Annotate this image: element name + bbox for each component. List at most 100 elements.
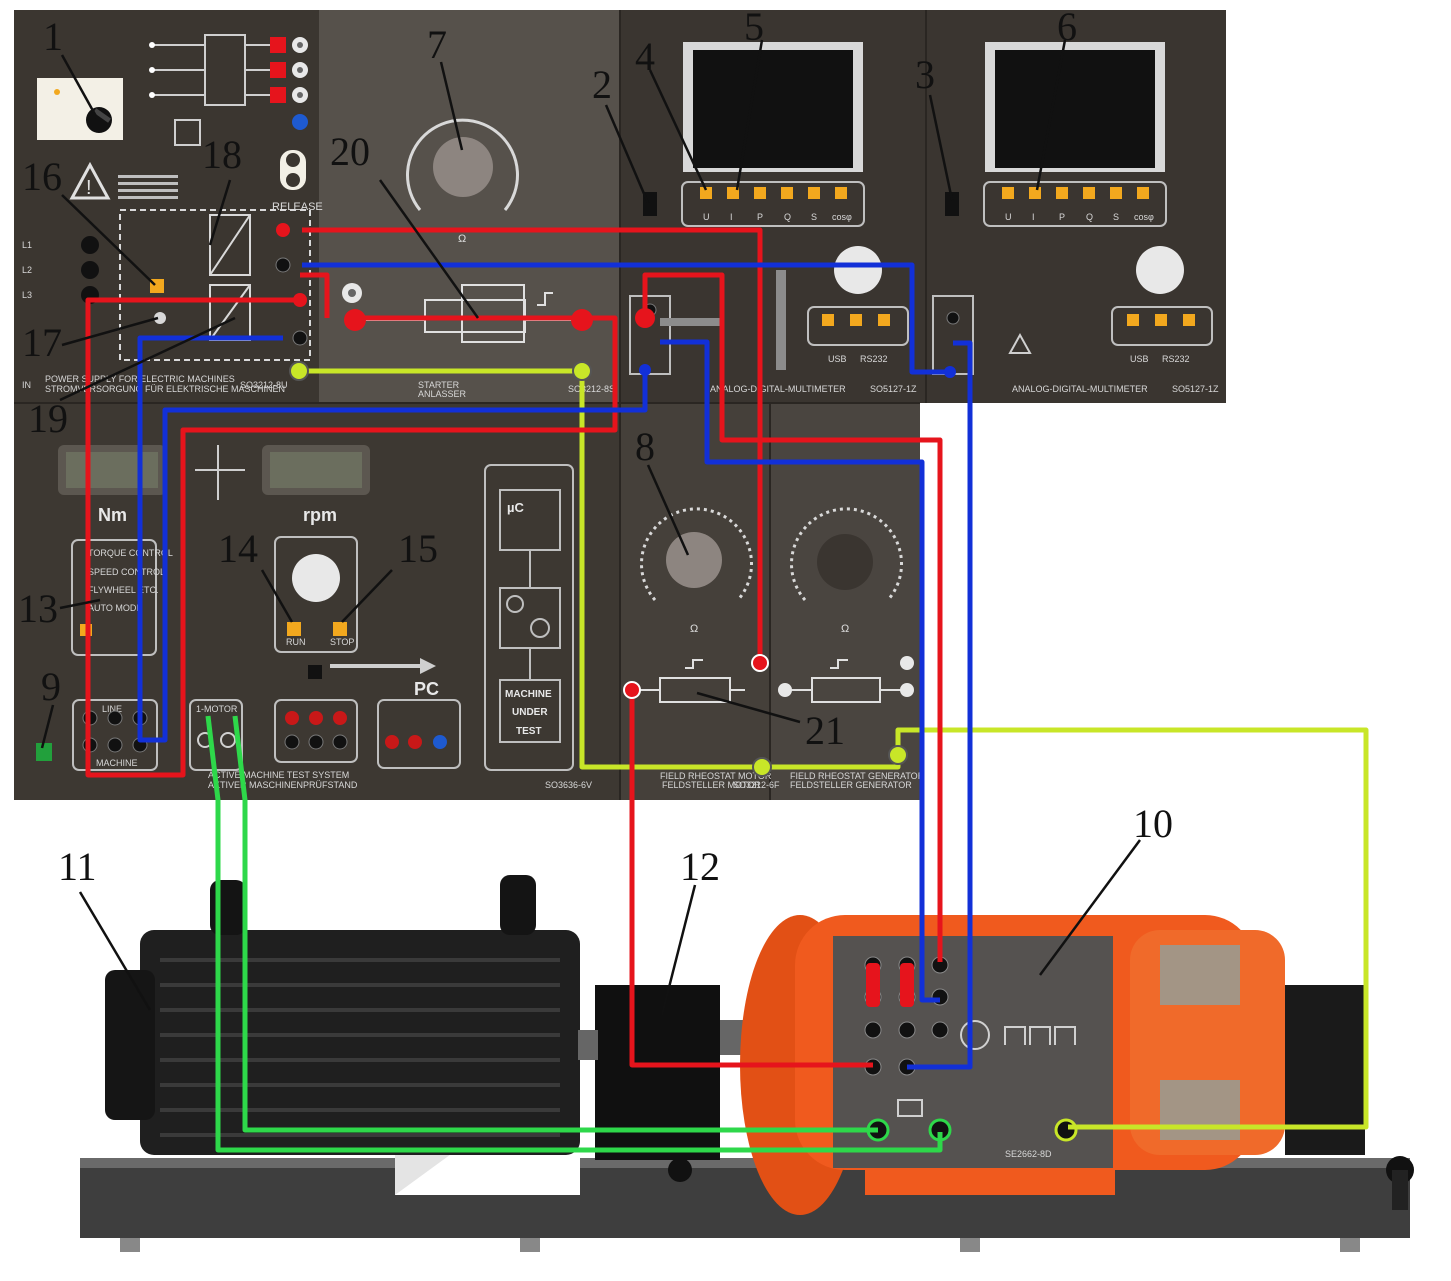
field-motor-caption-en: FIELD RHEOSTAT MOTOR <box>660 771 772 781</box>
wiring <box>85 227 1369 1153</box>
svg-text:USB: USB <box>828 354 847 364</box>
callout-6: 6 <box>1057 4 1077 49</box>
callout-12: 12 <box>680 844 720 889</box>
wire-red-5 <box>629 690 873 1068</box>
starter-panel <box>319 10 620 403</box>
multimeter-2-keypad <box>983 181 1167 227</box>
callout-4: 4 <box>635 34 655 79</box>
svg-text:U: U <box>1005 212 1012 222</box>
field-generator-panel <box>770 403 920 800</box>
field-motor-knob[interactable] <box>666 532 722 588</box>
power-switch-9[interactable] <box>36 743 52 761</box>
multimeter-1-keys[interactable] <box>700 187 847 199</box>
svg-text:TORQUE CONTROL: TORQUE CONTROL <box>88 548 173 558</box>
power-supply-part-no: SO3212-8U <box>240 380 288 390</box>
multimeter-2-keys[interactable] <box>1002 187 1149 199</box>
wire-blue-4 <box>907 340 973 1070</box>
svg-text:S: S <box>811 212 817 222</box>
torque-unit-label: Nm <box>98 505 127 525</box>
svg-text:!: ! <box>86 177 92 199</box>
callout-11: 11 <box>58 844 97 889</box>
svg-text:AUTO MODE: AUTO MODE <box>88 603 142 613</box>
callout-1: 1 <box>43 14 63 59</box>
multimeter-1-caption: ANALOG-DIGITAL-MULTIMETER <box>710 384 846 394</box>
wire-red-3 <box>300 272 330 318</box>
potentiometer-17[interactable] <box>154 312 166 324</box>
bench-base <box>80 1158 1410 1238</box>
multimeter-1-keypad <box>681 181 865 227</box>
field-generator-caption-en: FIELD RHEOSTAT GENERATOR <box>790 771 925 781</box>
wire-yellow-2 <box>762 727 1369 1130</box>
field-generator-caption-de: FELDSTELLER GENERATOR <box>790 780 912 790</box>
svg-text:RS232: RS232 <box>1162 354 1190 364</box>
svg-text:SPEED CONTROL: SPEED CONTROL <box>88 567 165 577</box>
svg-text:Q: Q <box>1086 212 1093 222</box>
callout-14: 14 <box>218 526 258 571</box>
servo-motor-body <box>140 930 580 1155</box>
wire-blue-2 <box>137 335 648 743</box>
svg-text:USB: USB <box>1130 354 1149 364</box>
callout-3: 3 <box>915 52 935 97</box>
callout-5: 5 <box>744 4 764 49</box>
callout-8: 8 <box>635 424 655 469</box>
svg-text:FLYWHEEL ETC.: FLYWHEEL ETC. <box>88 585 159 595</box>
wire-green-1 <box>205 715 943 1153</box>
svg-text:1-MOTOR: 1-MOTOR <box>196 704 238 714</box>
callout-7: 7 <box>427 22 447 67</box>
svg-text:Ω: Ω <box>690 623 698 635</box>
multimeter-2-part-no: SO5127-1Z <box>1172 384 1219 394</box>
callout-13: 13 <box>18 586 58 631</box>
multimeter-2-knob[interactable] <box>1136 246 1184 294</box>
field-motor-part-no: SO3212-6F <box>733 780 780 790</box>
starter-part-no: SO3212-8S <box>568 384 615 394</box>
multimeter-1-part-no: SO5127-1Z <box>870 384 917 394</box>
svg-text:RS232: RS232 <box>860 354 888 364</box>
callout-9: 9 <box>41 664 61 709</box>
multimeter-2-switch[interactable] <box>945 192 959 216</box>
pc-label: PC <box>414 679 439 699</box>
wire-red-4 <box>642 272 943 962</box>
svg-text:U: U <box>703 212 710 222</box>
multimeter-1-knob[interactable] <box>834 246 882 294</box>
svg-text:LINE: LINE <box>102 704 122 714</box>
callout-19: 19 <box>28 396 68 441</box>
starter-caption: STARTER <box>418 380 460 390</box>
field-motor-caption-de: FELDSTELLER MOTOR <box>662 780 761 790</box>
setpoint-knob[interactable] <box>292 554 340 602</box>
multimeter-2-screen <box>995 50 1155 168</box>
main-switch-knob[interactable] <box>86 107 112 133</box>
callout-15: 15 <box>398 526 438 571</box>
mode-selector-box <box>71 539 157 656</box>
wire-blue-1 <box>302 262 950 375</box>
svg-text:I: I <box>730 212 733 222</box>
svg-text:IN: IN <box>22 380 31 390</box>
callout-10: 10 <box>1133 801 1173 846</box>
multimeter-2-caption: ANALOG-DIGITAL-MULTIMETER <box>1012 384 1148 394</box>
test-system-caption-en: ACTIVE MACHINE TEST SYSTEM <box>208 770 349 780</box>
starter-sub: ANLASSER <box>418 389 467 399</box>
starter-knob[interactable] <box>433 137 493 197</box>
callout-17: 17 <box>22 320 62 365</box>
field-motor-panel <box>620 403 770 800</box>
wire-red-2 <box>85 297 618 778</box>
coupling-guard <box>595 985 720 1160</box>
wire-green-2 <box>232 715 878 1133</box>
warning-icon-2 <box>1008 332 1032 354</box>
svg-text:STOP: STOP <box>330 637 354 647</box>
stop-button[interactable] <box>333 622 347 636</box>
multimeter-1-screen <box>693 50 853 168</box>
callout-2: 2 <box>592 62 612 107</box>
field-generator-knob[interactable] <box>817 534 873 590</box>
contactor-symbol <box>150 34 270 146</box>
svg-text:µC: µC <box>507 500 524 515</box>
callout-21: 21 <box>805 708 845 753</box>
svg-text:MACHINE: MACHINE <box>96 758 138 768</box>
svg-text:P: P <box>757 212 763 222</box>
svg-text:S: S <box>1113 212 1119 222</box>
run-button[interactable] <box>287 622 301 636</box>
svg-text:P: P <box>1059 212 1065 222</box>
callout-leaders <box>40 39 1142 1016</box>
callout-18: 18 <box>202 132 242 177</box>
